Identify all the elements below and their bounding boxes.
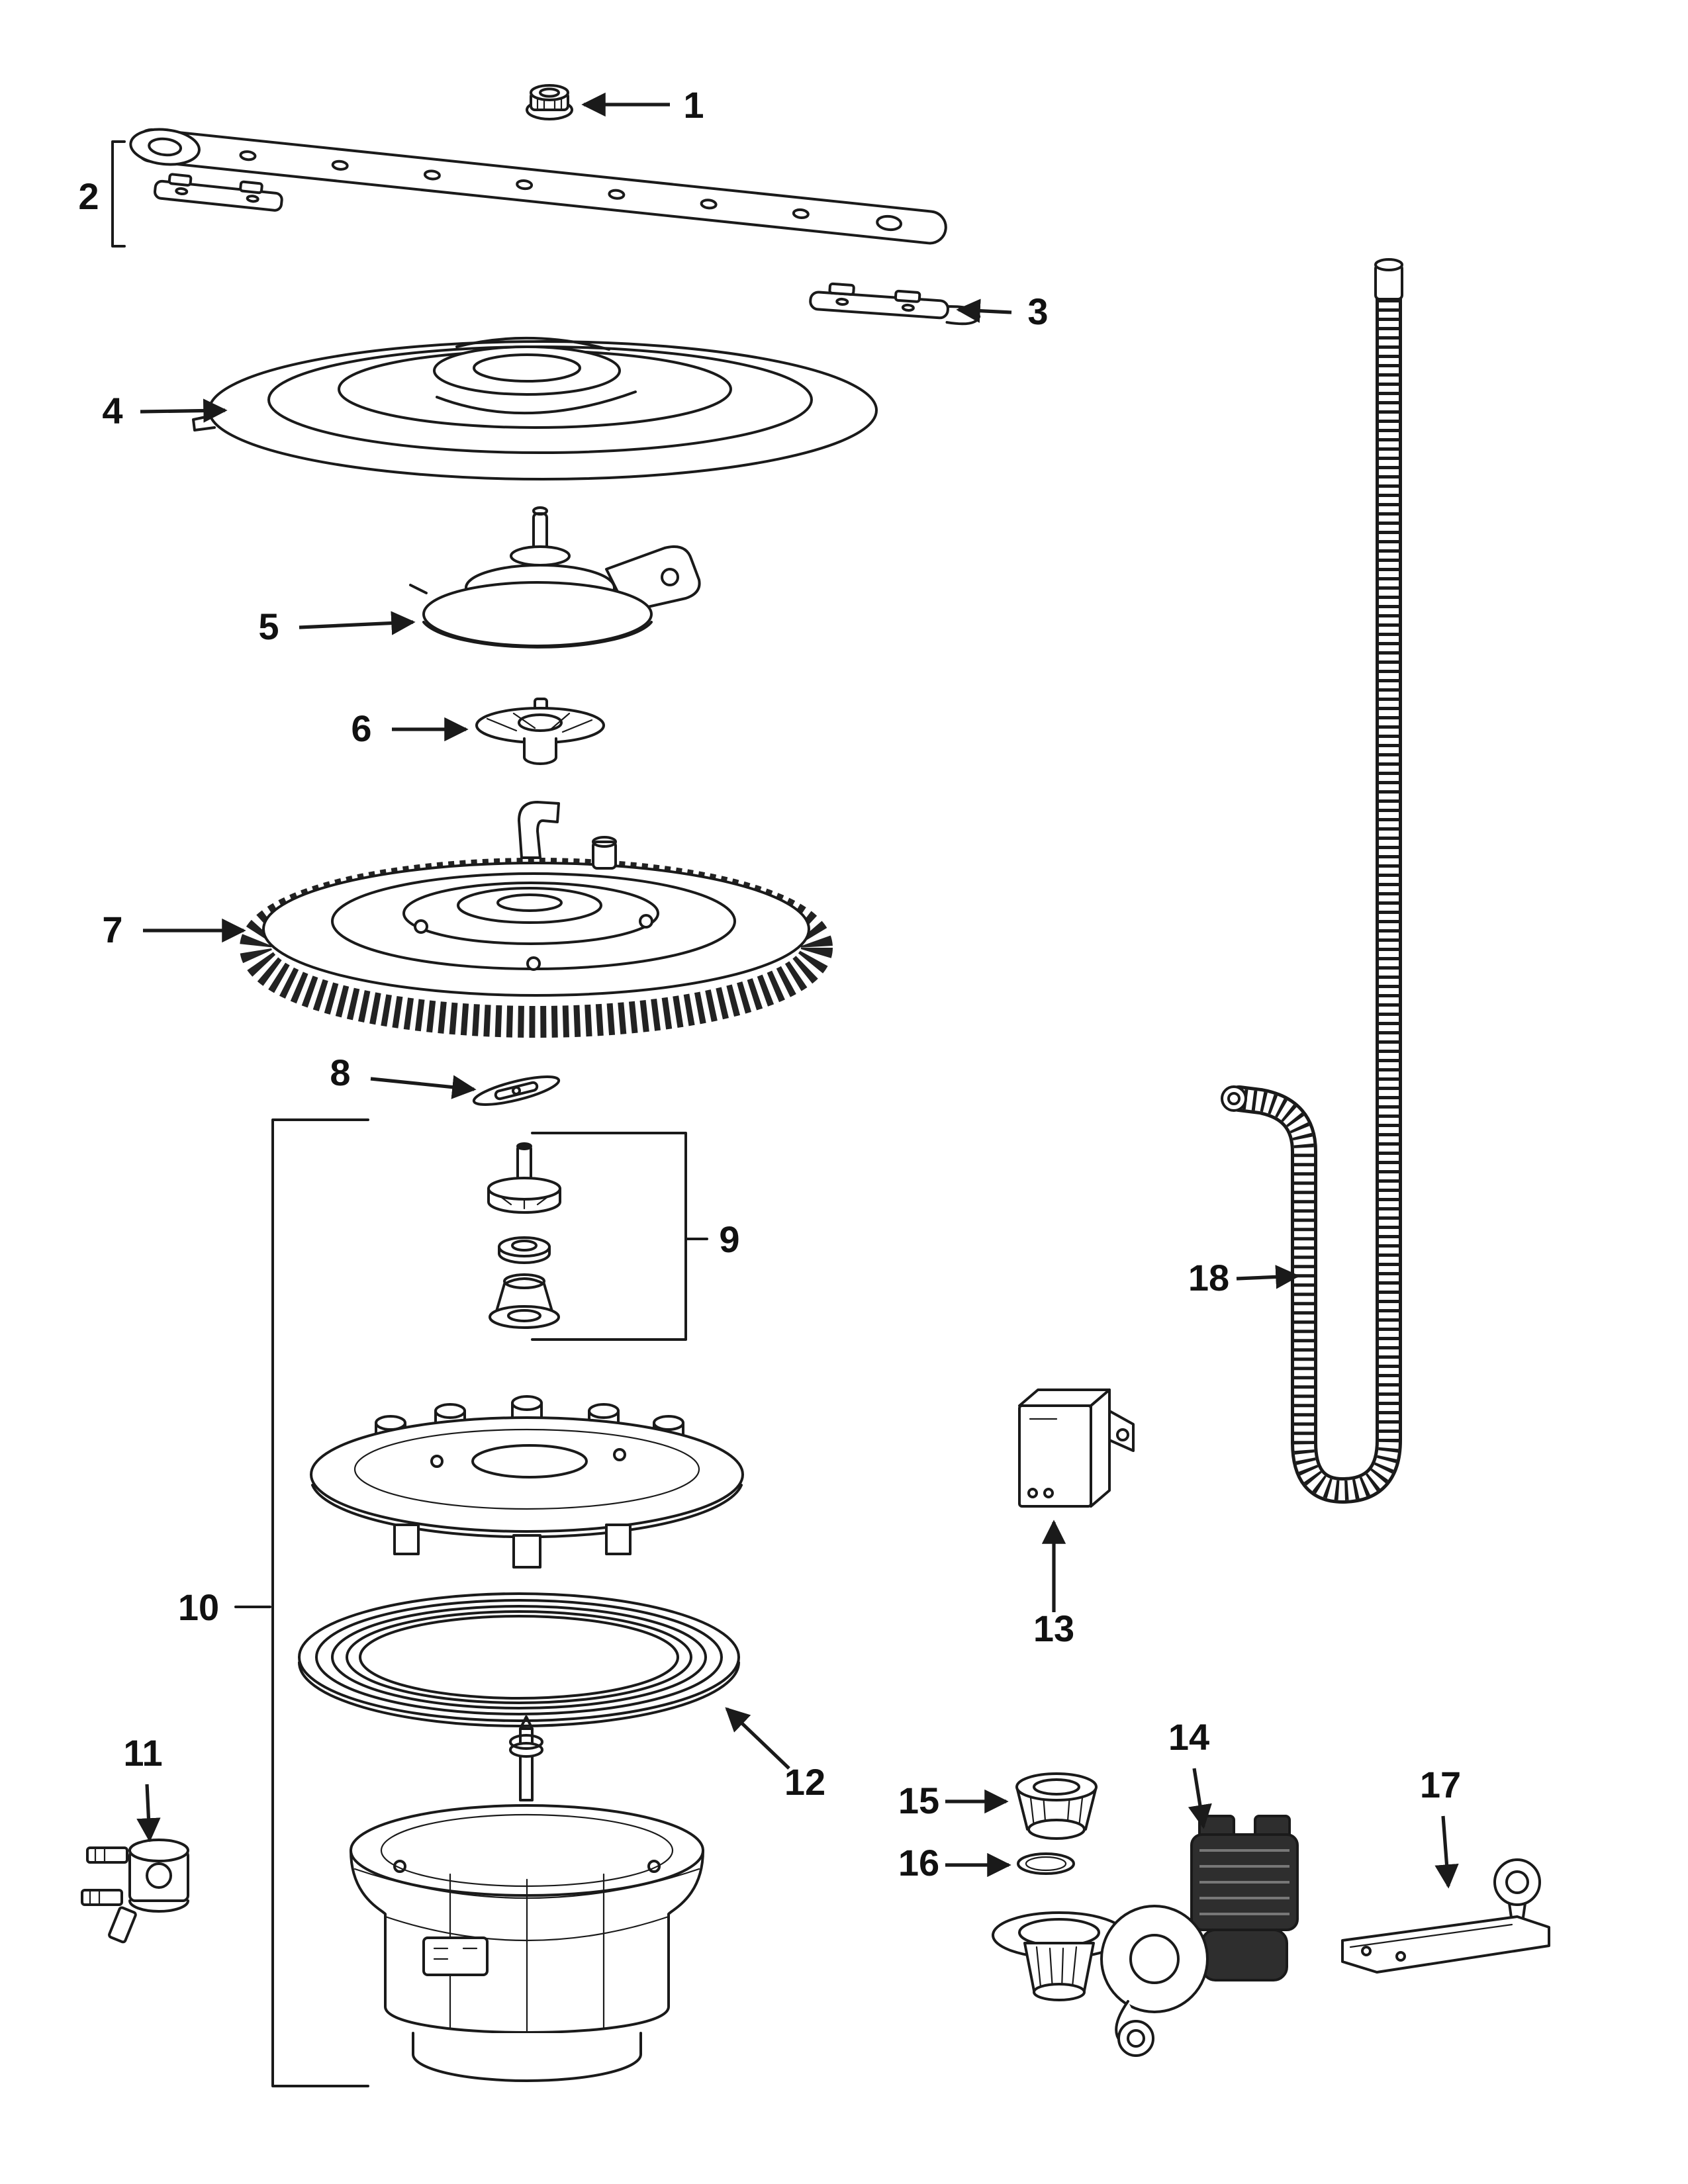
callout-18-label: 18 xyxy=(1188,1257,1229,1298)
callout-13-label: 13 xyxy=(1033,1608,1074,1649)
callout-11: 11 xyxy=(123,1732,163,1843)
part-14-drain-pump xyxy=(992,1815,1299,2057)
part-7-pump-body-disc xyxy=(237,801,835,1038)
callout-1-label: 1 xyxy=(683,84,704,126)
callout-3-label: 3 xyxy=(1027,291,1048,332)
callout-4: 4 xyxy=(102,390,228,432)
callout-6: 6 xyxy=(351,707,469,749)
callout-15: 15 xyxy=(898,1780,1009,1821)
part-15-pump-adaptor xyxy=(1015,1772,1098,1840)
part-3-clip-bracket xyxy=(809,282,981,326)
callout-11-label: 11 xyxy=(123,1732,162,1774)
callout-16: 16 xyxy=(898,1842,1011,1884)
callout-5: 5 xyxy=(258,606,416,647)
callout-7-label: 7 xyxy=(102,909,122,950)
callout-6-label: 6 xyxy=(351,707,371,749)
callout-17-label: 17 xyxy=(1420,1764,1461,1805)
callout-15-label: 15 xyxy=(898,1780,939,1821)
callout-18: 18 xyxy=(1188,1257,1300,1298)
callout-8: 8 xyxy=(330,1052,477,1099)
part-17-mounting-bracket xyxy=(1341,1858,1550,1974)
part-11-check-valve xyxy=(81,1839,189,1944)
callout-2: 2 xyxy=(78,140,126,248)
part-10-pump-housing-plate xyxy=(310,1395,744,1569)
part-9-seal-kit xyxy=(487,1142,561,1329)
callout-2-label: 2 xyxy=(78,175,99,217)
callout-14: 14 xyxy=(1168,1716,1212,1829)
callout-14-label: 14 xyxy=(1168,1716,1209,1758)
callout-13: 13 xyxy=(1033,1520,1074,1649)
part-12-gasket-ring xyxy=(298,1592,740,1727)
callout-1: 1 xyxy=(581,84,704,126)
part-8-chopper-blade xyxy=(472,1075,561,1106)
part-6-impeller xyxy=(475,698,605,765)
part-10-wash-motor xyxy=(350,1715,704,2082)
part-5-pump-cover xyxy=(409,506,701,649)
part-4-spray-arm-support xyxy=(192,336,878,480)
callout-3: 3 xyxy=(956,291,1049,332)
callout-16-label: 16 xyxy=(898,1842,939,1884)
callout-10-label: 10 xyxy=(178,1586,219,1628)
callout-12: 12 xyxy=(725,1707,825,1803)
callout-4-label: 4 xyxy=(102,390,122,432)
callout-10: 10 xyxy=(178,1118,369,2087)
callout-5-label: 5 xyxy=(258,606,279,647)
callout-12-label: 12 xyxy=(784,1761,825,1803)
callout-8-label: 8 xyxy=(330,1052,350,1093)
callout-17: 17 xyxy=(1420,1764,1461,1889)
callout-9: 9 xyxy=(531,1132,740,1341)
callout-9-label: 9 xyxy=(719,1218,739,1260)
part-13-capacitor xyxy=(1018,1388,1135,1508)
part-18-drain-hose xyxy=(1221,258,1403,1504)
part-16-o-ring xyxy=(1017,1852,1075,1875)
part-1-spray-arm-nut xyxy=(526,84,573,120)
part-2-feed-tube-assembly xyxy=(129,128,947,245)
callout-7: 7 xyxy=(102,909,246,950)
